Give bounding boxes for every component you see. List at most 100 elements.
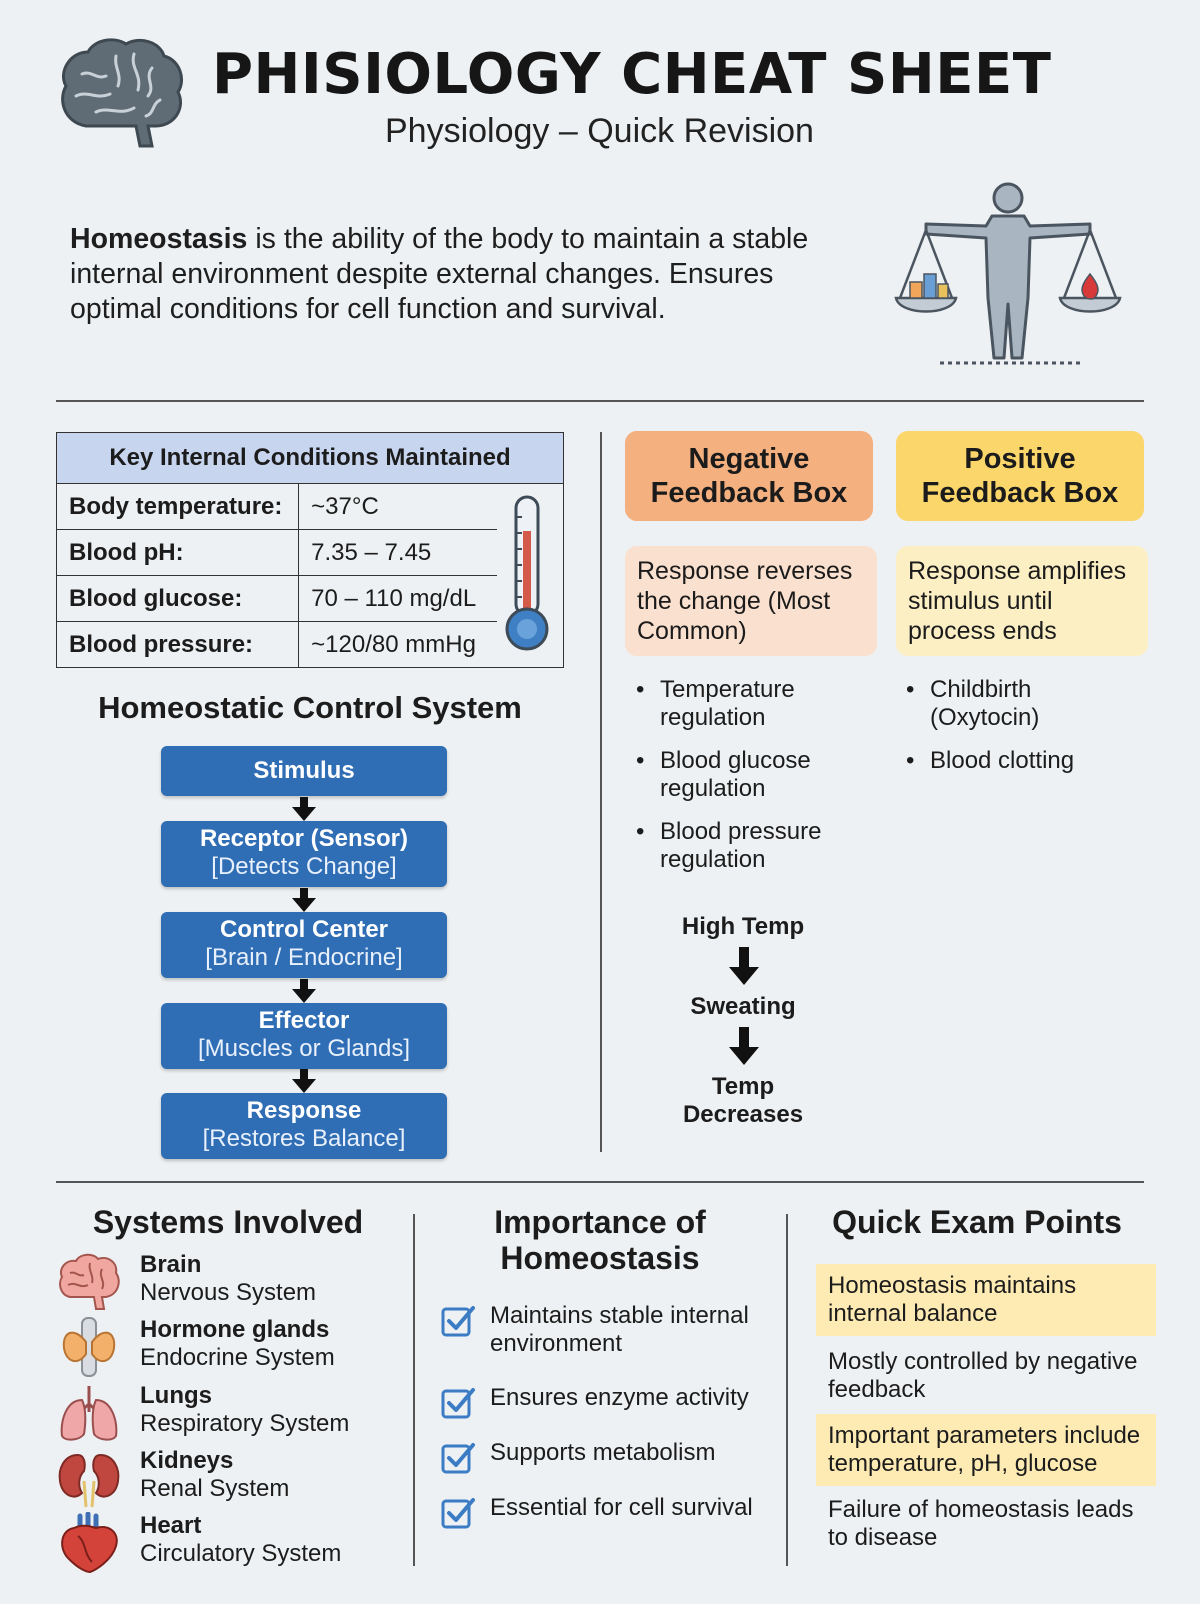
down-arrow-icon bbox=[292, 1069, 316, 1093]
control-system-heading: Homeostatic Control System bbox=[98, 690, 522, 725]
lungs-icon bbox=[60, 1386, 118, 1441]
system-type: Endocrine System bbox=[140, 1344, 335, 1371]
condition-label: Blood pH: bbox=[55, 529, 300, 576]
system-organ: Kidneys bbox=[140, 1447, 234, 1474]
system-item-lungs: Lungs Respiratory System bbox=[56, 1382, 376, 1444]
conditions-table: Key Internal Conditions Maintained Body … bbox=[55, 432, 565, 668]
thermometer-icon bbox=[505, 495, 549, 651]
system-organ: Hormone glands bbox=[140, 1316, 330, 1343]
exam-point: Important parameters include temperature… bbox=[816, 1414, 1156, 1486]
down-arrow-icon bbox=[729, 947, 759, 985]
down-arrow-icon bbox=[292, 797, 316, 821]
down-arrow-icon bbox=[292, 888, 316, 912]
thyroid-icon bbox=[62, 1317, 116, 1377]
brain-logo-icon bbox=[61, 38, 183, 148]
chain-temp-decreases: Temp Decreases bbox=[682, 1073, 804, 1128]
condition-value: ~120/80 mmHg bbox=[298, 621, 498, 668]
importance-text: Essential for cell survival bbox=[490, 1494, 753, 1521]
divider-top bbox=[56, 400, 1144, 402]
checkbox-checked-icon bbox=[441, 1388, 475, 1419]
definition-term: Homeostasis bbox=[70, 223, 248, 255]
condition-label: Blood glucose: bbox=[55, 575, 300, 622]
exam-point: Homeostasis maintains internal balance bbox=[816, 1264, 1156, 1336]
flow-step-sublabel: [Restores Balance] bbox=[202, 1125, 406, 1152]
flow-step-label: Stimulus bbox=[253, 757, 355, 784]
importance-heading-line1: Importance of bbox=[494, 1204, 706, 1240]
divider-bottom-left-vertical bbox=[413, 1214, 415, 1566]
homeostasis-definition: Homeostasis is the ability of the body t… bbox=[70, 222, 860, 327]
system-type: Respiratory System bbox=[140, 1410, 350, 1437]
system-type: Renal System bbox=[140, 1475, 290, 1502]
chain-sweating: Sweating bbox=[690, 993, 796, 1020]
divider-middle-vertical bbox=[600, 432, 602, 1152]
positive-title-line2: Feedback Box bbox=[921, 477, 1119, 509]
condition-value: 7.35 – 7.45 bbox=[298, 529, 498, 576]
importance-text: Ensures enzyme activity bbox=[490, 1384, 749, 1411]
flow-step-label: Control Center bbox=[220, 916, 388, 943]
importance-text: Supports metabolism bbox=[490, 1439, 716, 1466]
negative-examples-list: Temperature regulation Blood glucose reg… bbox=[636, 676, 856, 889]
page-title: PHISIOLOGY CHEAT SHEET bbox=[212, 42, 1052, 107]
table-row: Body temperature: ~37°C bbox=[55, 483, 565, 668]
flow-step-label: Response bbox=[246, 1097, 362, 1124]
positive-feedback-description: Response amplifies stimulus until proces… bbox=[896, 546, 1148, 656]
flow-step-response: Response [Restores Balance] bbox=[161, 1093, 447, 1159]
system-organ: Heart bbox=[140, 1512, 202, 1539]
flow-step-sublabel: [Muscles or Glands] bbox=[197, 1035, 411, 1062]
brain-icon bbox=[59, 1253, 120, 1310]
table-row: Blood glucose: 70 – 110 mg/dL bbox=[55, 575, 564, 622]
condition-value: ~37°C bbox=[298, 483, 498, 530]
system-organ: Brain bbox=[140, 1251, 202, 1278]
list-item: Childbirth (Oxytocin) bbox=[906, 676, 1126, 732]
flow-step-label: Receptor (Sensor) bbox=[199, 825, 409, 852]
checkbox-checked-icon bbox=[441, 1443, 475, 1474]
system-type: Nervous System bbox=[140, 1279, 317, 1306]
positive-examples-list: Childbirth (Oxytocin) Blood clotting bbox=[906, 676, 1126, 790]
down-arrow-icon bbox=[292, 979, 316, 1003]
condition-value: 70 – 110 mg/dL bbox=[298, 575, 498, 622]
system-organ: Lungs bbox=[140, 1382, 212, 1409]
importance-heading-line2: Homeostasis bbox=[500, 1240, 700, 1276]
table-row: Blood pressure: ~120/80 mmHg bbox=[55, 621, 564, 668]
exam-point: Mostly controlled by negative feedback bbox=[828, 1348, 1138, 1403]
system-item-brain: Brain Nervous System bbox=[56, 1251, 376, 1313]
flow-step-label: Effector bbox=[258, 1007, 350, 1034]
table-row: Blood pH: 7.35 – 7.45 bbox=[55, 529, 564, 576]
list-item: Temperature regulation bbox=[636, 676, 856, 732]
definition-text: is the ability of the body to maintain a… bbox=[70, 223, 809, 325]
table-heading: Key Internal Conditions Maintained bbox=[56, 432, 564, 484]
balance-scale-figure-icon bbox=[894, 182, 1122, 365]
table-header-row: Key Internal Conditions Maintained bbox=[56, 432, 564, 484]
flow-step-sublabel: [Brain / Endocrine] bbox=[205, 944, 403, 971]
page-subtitle: Physiology – Quick Revision bbox=[385, 112, 814, 150]
negative-title-line1: Negative bbox=[688, 443, 810, 475]
flow-step-stimulus: Stimulus bbox=[161, 746, 447, 796]
importance-text: Maintains stable internal environment bbox=[490, 1302, 749, 1357]
flow-step-control-center: Control Center [Brain / Endocrine] bbox=[161, 912, 447, 978]
positive-title-line1: Positive bbox=[964, 443, 1076, 475]
importance-heading: Importance of Homeostasis bbox=[424, 1204, 776, 1276]
divider-bottom bbox=[56, 1181, 1144, 1183]
kidneys-icon bbox=[58, 1453, 120, 1508]
negative-title-line2: Feedback Box bbox=[650, 477, 848, 509]
list-item: Blood clotting bbox=[906, 747, 1126, 775]
checkbox-checked-icon bbox=[441, 1498, 475, 1529]
system-item-kidneys: Kidneys Renal System bbox=[56, 1447, 376, 1509]
heart-icon bbox=[61, 1512, 118, 1574]
systems-heading: Systems Involved bbox=[92, 1204, 364, 1240]
flow-step-receptor: Receptor (Sensor) [Detects Change] bbox=[161, 821, 447, 887]
exam-heading: Quick Exam Points bbox=[832, 1204, 1122, 1240]
flow-step-effector: Effector [Muscles or Glands] bbox=[161, 1003, 447, 1069]
checkbox-checked-icon bbox=[441, 1306, 475, 1337]
system-item-heart: Heart Circulatory System bbox=[56, 1512, 376, 1574]
condition-label: Body temperature: bbox=[55, 483, 300, 530]
system-type: Circulatory System bbox=[140, 1540, 342, 1567]
negative-feedback-description: Response reverses the change (Most Commo… bbox=[625, 546, 877, 656]
list-item: Blood pressure regulation bbox=[636, 818, 856, 874]
system-item-hormone-glands: Hormone glands Endocrine System bbox=[56, 1316, 376, 1378]
flow-step-sublabel: [Detects Change] bbox=[211, 853, 397, 880]
list-item: Blood glucose regulation bbox=[636, 747, 856, 803]
exam-point: Failure of homeostasis leads to disease bbox=[828, 1496, 1134, 1551]
